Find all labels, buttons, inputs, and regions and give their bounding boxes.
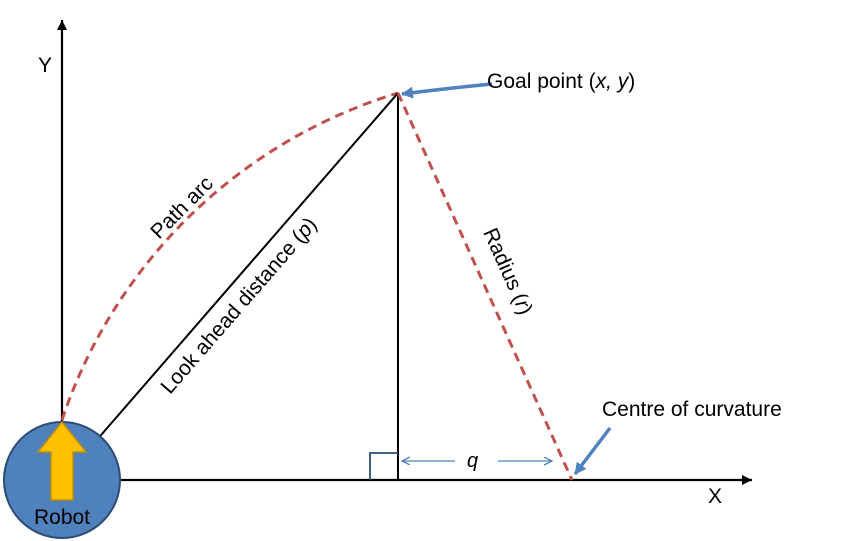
centre-of-curvature-label: Centre of curvature bbox=[602, 398, 782, 421]
y-axis-label: Y bbox=[38, 54, 52, 77]
lookahead-line bbox=[61, 92, 399, 481]
q-label: q bbox=[467, 450, 478, 472]
path-arc bbox=[60, 91, 399, 421]
path-arc-label: Path arc bbox=[146, 172, 218, 244]
centre-pointer-arrow bbox=[573, 426, 612, 476]
radius-line bbox=[396, 92, 574, 481]
robot-label: Robot bbox=[34, 506, 90, 529]
heading-up-arrow-icon bbox=[36, 420, 88, 501]
right-angle-marker bbox=[369, 452, 398, 480]
lookahead-label: Look ahead distance (p) bbox=[156, 213, 321, 398]
radius-label: Radius (r) bbox=[478, 225, 537, 319]
robot: Robot bbox=[3, 420, 121, 539]
goal-pointer-arrow bbox=[401, 82, 493, 99]
x-axis-label: X bbox=[708, 485, 722, 508]
goal-point-label: Goal point (x, y) bbox=[487, 70, 635, 93]
